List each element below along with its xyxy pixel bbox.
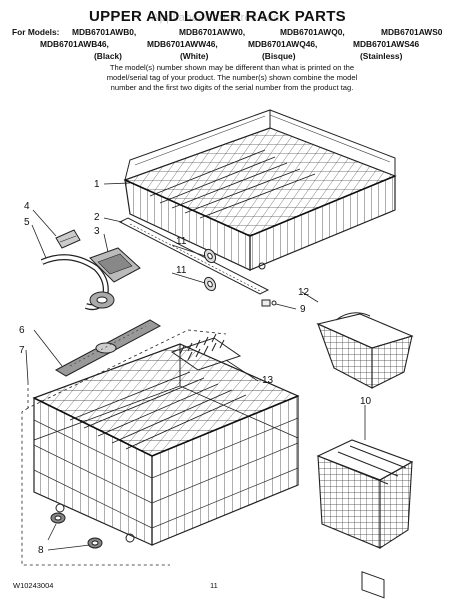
color-label: (Black) [94, 51, 122, 61]
color-label: (Stainless) [360, 51, 403, 61]
model-number: MDB6701AWB0, [72, 27, 137, 37]
page-number: 11 [210, 581, 218, 590]
callout-3: 3 [94, 226, 100, 237]
model-note: The model(s) number shown may be differe… [72, 63, 392, 93]
cutlery-basket-small [316, 312, 414, 389]
callout-2: 2 [94, 212, 100, 223]
model-row-1: For Models: MDB6701AWB0, MDB6701AWW0, MD… [12, 26, 451, 38]
model-number: MDB6701AWS46 [353, 39, 420, 49]
callout-5: 5 [24, 217, 30, 228]
lower-rack-group-outline [21, 407, 170, 566]
callout-6: 6 [19, 325, 25, 336]
model-colors: (Black) (White) (Bisque) (Stainless) [70, 50, 451, 62]
leader-lines [25, 182, 366, 551]
rack-rail [118, 217, 270, 295]
model-number: MDB6701AWW46, [147, 39, 218, 49]
document-number: W10243004 [13, 581, 54, 590]
rack-stop [261, 299, 277, 307]
callouts: 1 2 3 4 5 6 7 8 9 10 11 11 12 13 [19, 179, 372, 556]
upper-rack [123, 109, 397, 271]
callout-1: 1 [94, 179, 100, 190]
lower-rack-group-outline [27, 329, 227, 409]
spray-arm [54, 319, 162, 377]
callout-13: 13 [262, 375, 274, 386]
models-prefix: For Models: [12, 27, 60, 37]
note-line: model/serial tag of your product. The nu… [106, 73, 358, 82]
note-line: The model(s) number shown may be differe… [109, 63, 355, 72]
model-number: MDB6701AWS0 [381, 27, 443, 37]
model-number: MDB6701AWQ0, [280, 27, 345, 37]
page-title: UPPER AND LOWER RACK PARTS [89, 8, 346, 25]
adjuster-parts [40, 229, 141, 311]
callout-10: 10 [360, 396, 372, 407]
parts-diagram-page: AppliancePartsPros.com UPPER AND LOWER R… [12, 8, 442, 599]
exploded-view-drawing: 1 2 3 4 5 6 7 8 9 10 11 11 12 13 [19, 109, 414, 599]
watermark: AppliancePartsPros.com [151, 12, 284, 24]
callout-4: 4 [24, 201, 30, 212]
rack-rollers [203, 248, 217, 292]
note-line: number and the first two digits of the s… [110, 83, 354, 92]
cutlery-basket-large [316, 439, 414, 599]
lower-rack-wheels [50, 512, 103, 549]
model-number: MDB6701AWQ46, [248, 39, 318, 49]
callout-12: 12 [298, 287, 310, 298]
callout-11: 11 [176, 236, 187, 247]
callout-7: 7 [19, 345, 25, 356]
model-row-2: MDB6701AWB46, MDB6701AWW46, MDB6701AWQ46… [40, 38, 451, 50]
callout-8: 8 [38, 545, 44, 556]
model-list: For Models: MDB6701AWB0, MDB6701AWW0, MD… [12, 26, 451, 62]
model-number: MDB6701AWB46, [40, 39, 109, 49]
lower-rack [32, 343, 300, 546]
color-label: (Bisque) [262, 51, 296, 61]
callout-11: 11 [176, 265, 187, 276]
color-label: (White) [180, 51, 209, 61]
model-number: MDB6701AWW0, [179, 27, 246, 37]
callout-9: 9 [300, 304, 306, 315]
